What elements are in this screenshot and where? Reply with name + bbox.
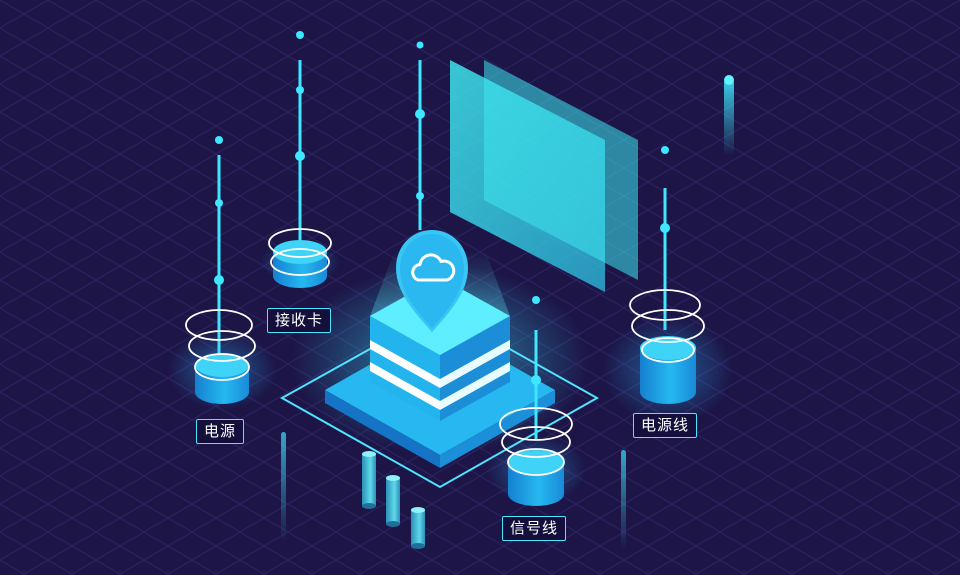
signal-cable-label: 信号线: [502, 516, 567, 541]
cloud-icon: [411, 253, 456, 282]
receiver-card-label: 接收卡: [267, 308, 332, 333]
data-columns: [362, 451, 425, 549]
cloud-pin: [396, 230, 468, 332]
signal-cable-device: [486, 407, 586, 506]
hologram-panels: [450, 60, 638, 292]
power-label: 电源: [196, 419, 245, 444]
power-device: [167, 309, 277, 410]
receiver-card-device: [260, 228, 340, 288]
decor-bars: [281, 75, 734, 550]
power-cable-label: 电源线: [633, 413, 698, 438]
signal-poles: [214, 31, 670, 440]
power-cable-device: [603, 289, 733, 425]
